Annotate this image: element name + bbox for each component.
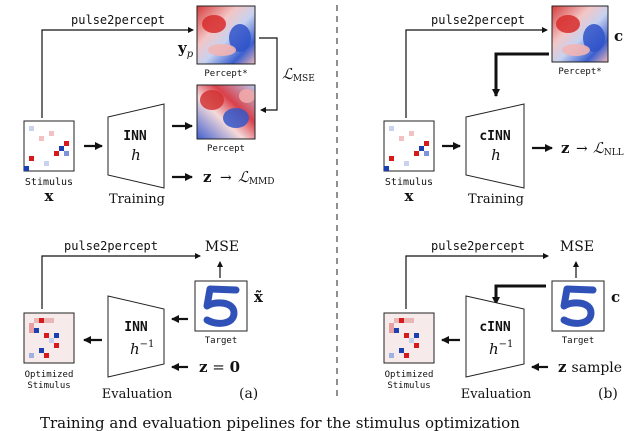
c-label-b: c	[614, 27, 623, 45]
percept-star-image-a	[196, 5, 256, 65]
pulse2percept-bottom-arrow-b	[405, 253, 549, 309]
z-arrow-glyph-a: →	[220, 170, 232, 186]
pulse2percept-top-label-a: pulse2percept	[71, 13, 165, 27]
percept-star-label-a: Percept*	[204, 69, 247, 79]
cinn-label-b: cINN	[479, 129, 510, 144]
z-zero-label-a: z = 0	[199, 358, 240, 376]
training-label-a: Training	[109, 192, 165, 207]
loss-mse-label-a: ℒMSE	[282, 65, 315, 84]
opt-stim-line2-b: Stimulus	[387, 381, 430, 391]
target-image-a	[194, 280, 248, 332]
h-inverse-label-a: h−1	[130, 339, 154, 358]
h-inverse-label-b: h−1	[489, 339, 513, 358]
opt-stim-line2-a: Stimulus	[27, 381, 70, 391]
panel-a-evaluation: pulse2percept MSE Target x̃ z = 0 INN h−…	[23, 239, 264, 402]
pulse2percept-bottom-label-a: pulse2percept	[64, 239, 158, 253]
cinn-label-bottom-b: cINN	[479, 320, 510, 335]
condition-arrow-bottom-b	[492, 284, 546, 305]
percept-label-a: Percept	[207, 144, 245, 154]
x-label-b: x	[405, 187, 415, 205]
h-label-a: h	[131, 146, 141, 164]
z-label-a: z	[203, 168, 212, 186]
mse-bracket-arrow-a	[259, 37, 278, 113]
mse-label-a: MSE	[205, 239, 239, 255]
x-label-a: x	[45, 187, 55, 205]
opt-stim-line1-b: Optimized	[385, 370, 434, 380]
pulse2percept-top-arrow-b	[405, 27, 548, 118]
panel-tag-b: (b)	[598, 386, 618, 402]
evaluation-label-a: Evaluation	[102, 387, 173, 402]
pulse2percept-top-arrow-a	[41, 27, 194, 118]
panel-b-training: pulse2percept Percept* c Stimulus x	[383, 5, 624, 207]
percept-star-image-b	[551, 5, 609, 63]
h-label-b: h	[491, 146, 501, 164]
target-label-a: Target	[205, 336, 238, 346]
opt-stim-line1-a: Optimized	[25, 370, 74, 380]
target-label-b: Target	[562, 336, 595, 346]
pulse2percept-top-label-b: pulse2percept	[431, 13, 525, 27]
caption-fragment: Training and evaluation pipelines for th…	[40, 414, 520, 431]
inn-inverse-block-a	[107, 295, 165, 378]
panel-a-training: pulse2percept Percept* yp ℒMSE Percept	[23, 5, 315, 207]
inn-block-a	[107, 103, 165, 189]
percept-image-a	[196, 84, 256, 140]
training-label-b: Training	[468, 192, 524, 207]
c-label-bottom-b: c	[611, 288, 620, 306]
stimulus-label-a: Stimulus	[25, 177, 73, 188]
stimulus-grid-a	[23, 120, 75, 172]
pulse2percept-bottom-arrow-a	[41, 253, 201, 309]
loss-mmd-label-a: ℒMMD	[238, 168, 274, 187]
panel-tag-a: (a)	[239, 386, 258, 402]
xtilde-label-a: x̃	[254, 288, 264, 306]
cinn-inverse-block-b	[465, 295, 525, 378]
yp-label-a: yp	[177, 39, 194, 60]
optimized-stimulus-grid-b	[383, 312, 435, 364]
stimulus-label-b: Stimulus	[385, 177, 433, 188]
inn-label-bottom-a: INN	[124, 320, 148, 335]
inn-label-a: INN	[123, 129, 147, 144]
stimulus-grid-b	[383, 120, 435, 172]
evaluation-label-b: Evaluation	[461, 387, 532, 402]
mse-label-b: MSE	[560, 239, 594, 255]
condition-arrow-top-b	[492, 52, 549, 97]
optimized-stimulus-grid-a	[23, 312, 75, 364]
loss-nll-label-b: ℒNLL	[593, 139, 624, 158]
target-image-b	[551, 280, 605, 332]
cinn-block-b	[465, 103, 525, 189]
pulse2percept-bottom-label-b: pulse2percept	[431, 239, 525, 253]
percept-star-label-b: Percept*	[558, 67, 601, 77]
z-label-b: z	[561, 139, 570, 157]
z-arrow-glyph-b: →	[576, 141, 588, 157]
